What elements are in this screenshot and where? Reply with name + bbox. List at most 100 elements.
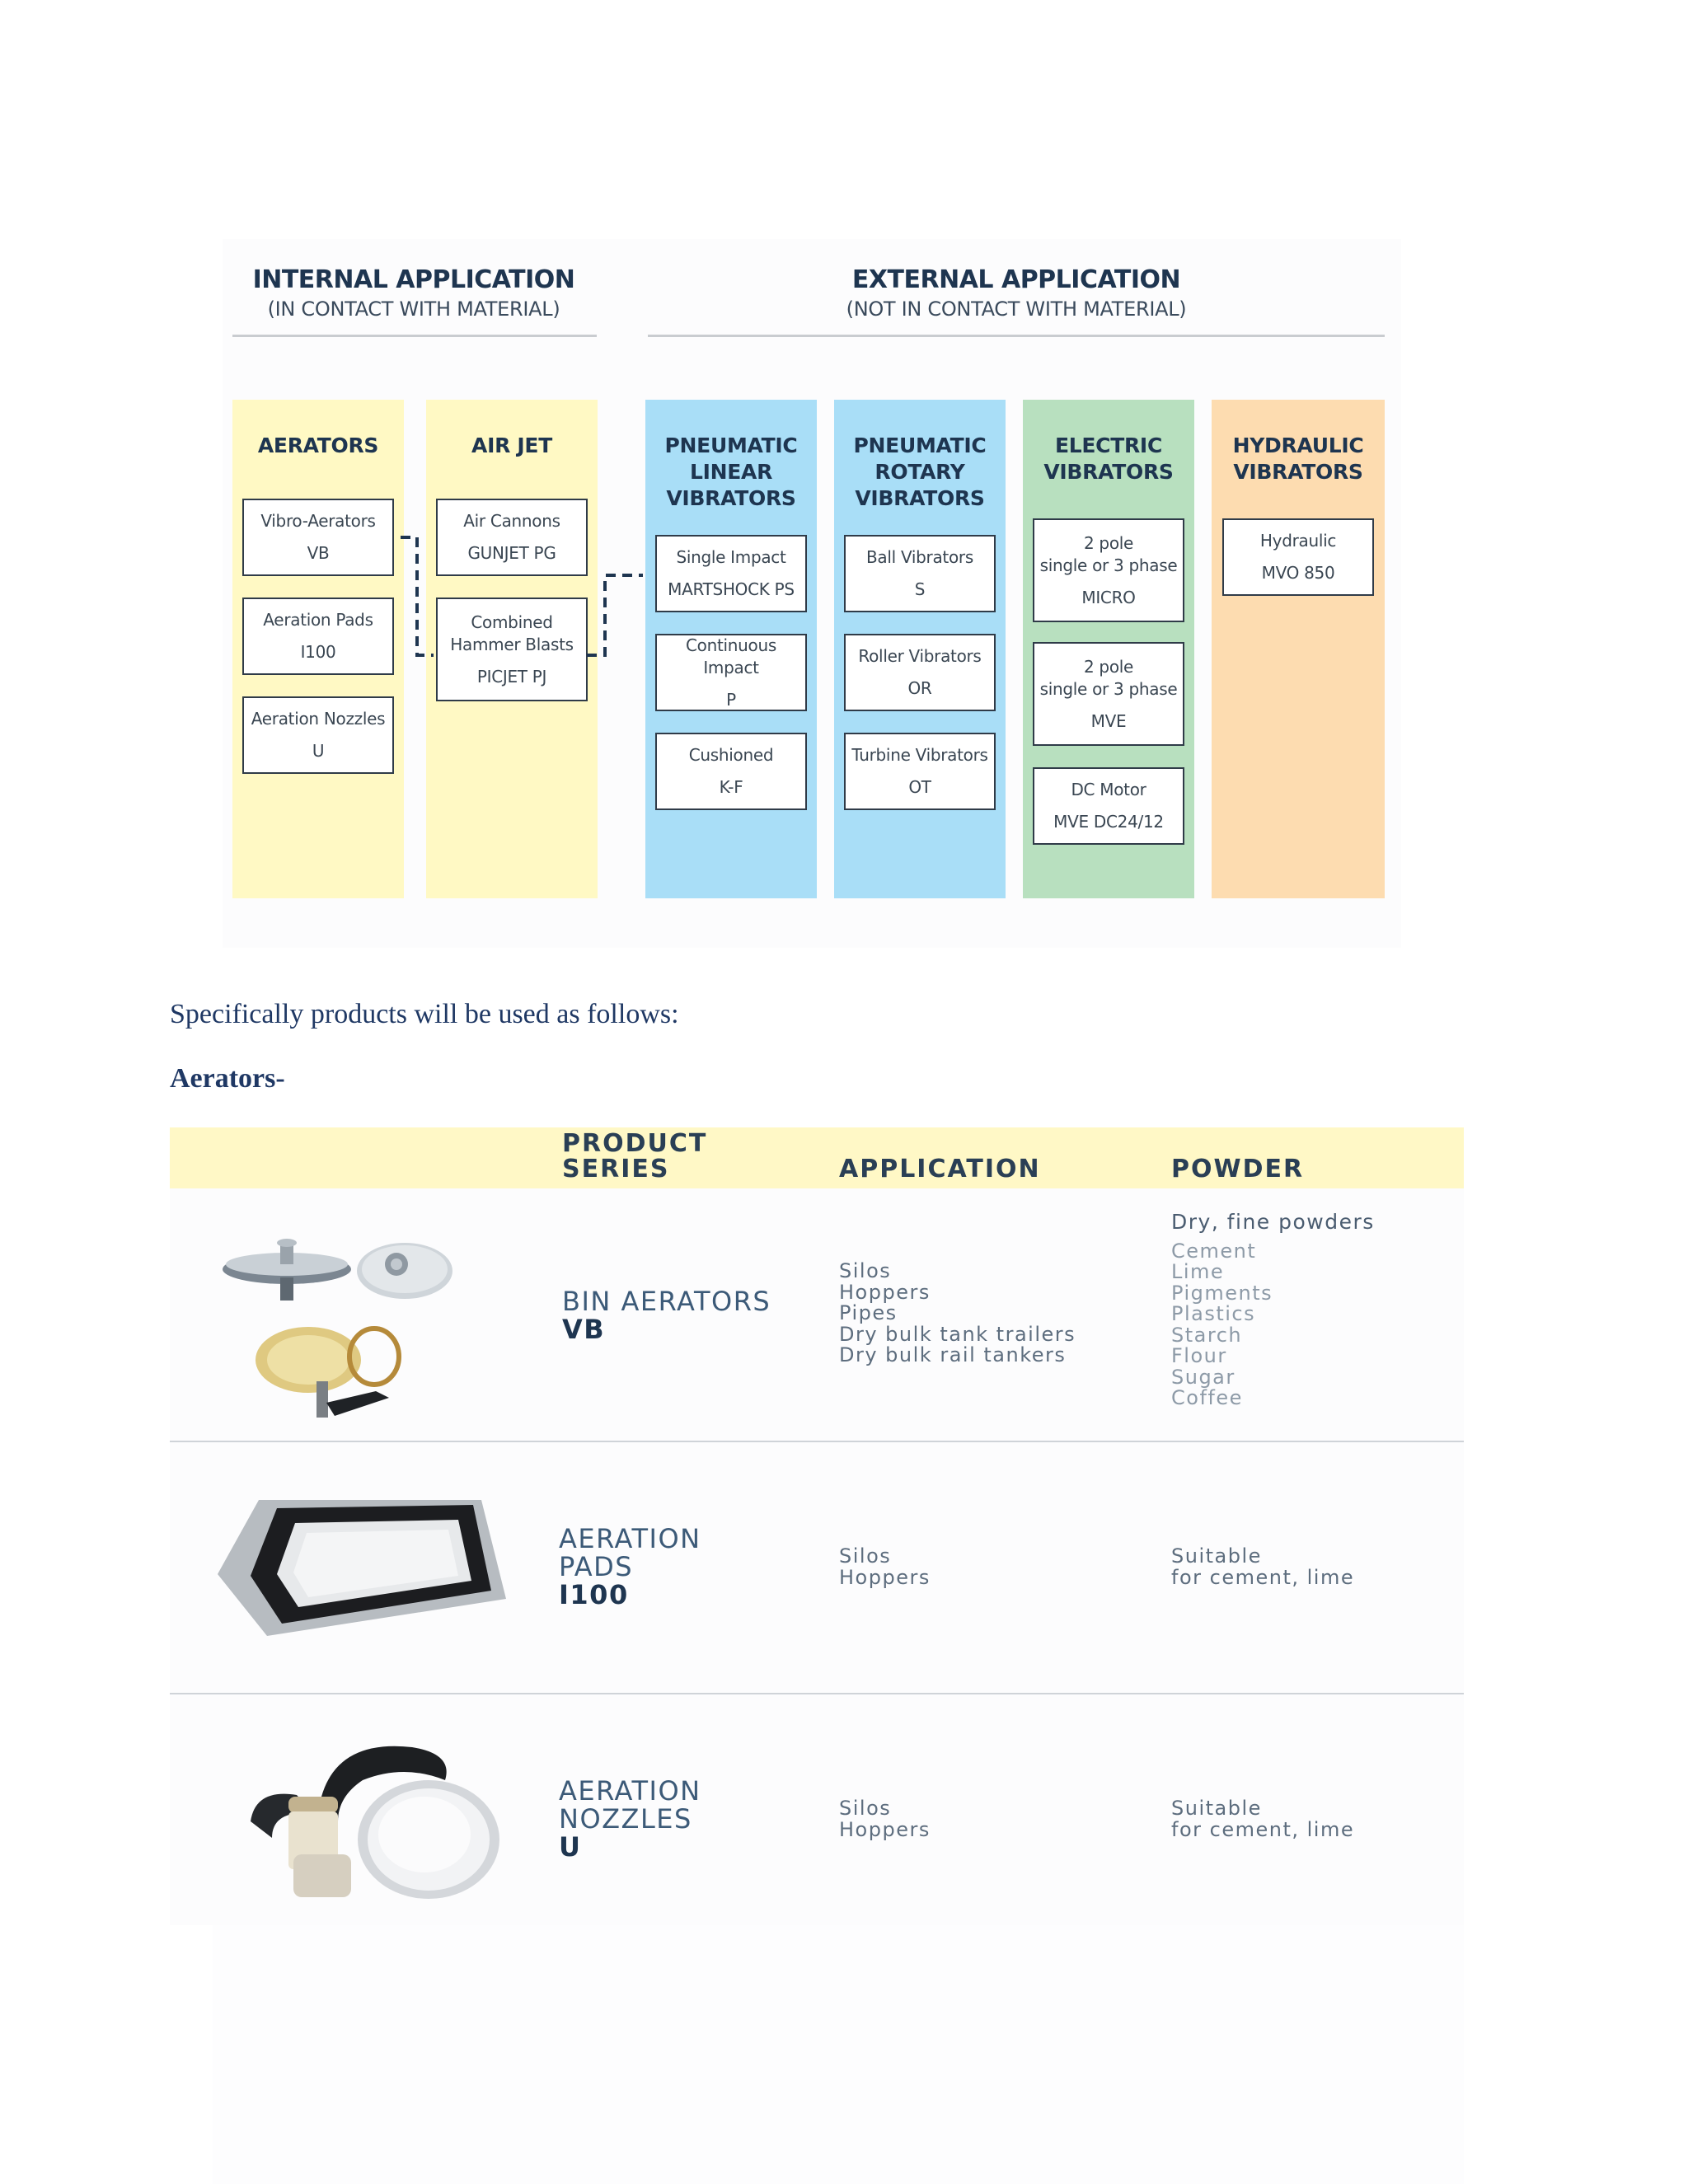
- powder-item: Plastics: [1171, 1304, 1375, 1325]
- pneumatic-linear-vibrators-column: PNEUMATIC LINEAR VIBRATORS Single Impact…: [645, 400, 817, 898]
- powder-item: for cement, lime: [1171, 1568, 1354, 1589]
- ball-vibrators-box: Ball Vibrators S: [844, 535, 996, 612]
- application-item: Pipes: [839, 1303, 1076, 1324]
- box-label: Cushioned: [689, 744, 774, 766]
- application-item: Dry bulk tank trailers: [839, 1324, 1076, 1346]
- aeration-nozzle-image: [239, 1731, 503, 1912]
- box-label: single or 3 phase: [1040, 555, 1178, 577]
- box-code: PICJET PJ: [477, 666, 546, 688]
- series-code: VB: [562, 1315, 771, 1343]
- box-code: S: [915, 579, 925, 601]
- title-line: VIBRATORS: [1212, 459, 1385, 485]
- external-application-subtitle: (NOT IN CONTACT WITH MATERIAL): [648, 297, 1385, 321]
- box-code: MVE DC24/12: [1053, 811, 1164, 833]
- box-code: U: [312, 740, 324, 762]
- series-name-bin-aerators: BIN AERATORS VB: [562, 1287, 771, 1343]
- series-name-aeration-pads: AERATION PADS I100: [559, 1525, 701, 1609]
- air-jet-column-title: AIR JET: [426, 433, 598, 459]
- micro-box: 2 pole single or 3 phase MICRO: [1033, 518, 1184, 622]
- series-name-line: NOZZLES: [559, 1805, 701, 1833]
- application-item: Silos: [839, 1261, 1076, 1282]
- series-name-aeration-nozzles: AERATION NOZZLES U: [559, 1777, 701, 1861]
- pneumatic-rotary-column-title: PNEUMATIC ROTARY VIBRATORS: [834, 433, 1006, 512]
- application-list: Silos Hoppers Pipes Dry bulk tank traile…: [839, 1261, 1076, 1366]
- box-label: Aeration Pads: [263, 609, 373, 631]
- continuous-impact-box: Continuous Impact P: [655, 634, 807, 711]
- title-line: HYDRAULIC: [1212, 433, 1385, 459]
- powder-item: Lime: [1171, 1262, 1375, 1283]
- box-label: Hydraulic: [1260, 530, 1336, 552]
- internal-application-title: INTERNAL APPLICATION: [232, 265, 595, 295]
- title-line: LINEAR: [645, 459, 817, 485]
- title-line: VIBRATORS: [1023, 459, 1194, 485]
- box-label: Aeration Nozzles: [251, 708, 385, 730]
- intro-paragraph: Specifically products will be used as fo…: [170, 999, 679, 1030]
- box-label: Ball Vibrators: [866, 546, 973, 569]
- aerators-column: AERATORS Vibro-Aerators VB Aeration Pads…: [232, 400, 404, 898]
- application-list: Silos Hoppers: [839, 1798, 931, 1840]
- application-item: Hoppers: [839, 1568, 931, 1589]
- pneumatic-linear-column-title: PNEUMATIC LINEAR VIBRATORS: [645, 433, 817, 512]
- application-item: Silos: [839, 1798, 931, 1820]
- cushioned-box: Cushioned K-F: [655, 733, 807, 810]
- internal-application-subtitle: (IN CONTACT WITH MATERIAL): [232, 297, 595, 321]
- box-code: OT: [908, 776, 931, 799]
- application-item: Silos: [839, 1546, 931, 1568]
- box-label: DC Motor: [1071, 779, 1146, 801]
- powder-item: Cement: [1171, 1241, 1375, 1263]
- powder-list: Suitable for cement, lime: [1171, 1798, 1354, 1840]
- image-background: [213, 1925, 1464, 2184]
- box-label: single or 3 phase: [1040, 678, 1178, 701]
- header-product-series: PRODUCT SERIES: [562, 1131, 707, 1182]
- powder-item: for cement, lime: [1171, 1820, 1354, 1841]
- series-name-line: BIN AERATORS: [562, 1287, 771, 1315]
- box-code: VB: [307, 542, 330, 565]
- series-name-line: AERATION: [559, 1525, 701, 1553]
- powder-item: Coffee: [1171, 1388, 1375, 1409]
- aeration-nozzles-box: Aeration Nozzles U: [242, 696, 394, 774]
- header-powder: POWDER: [1171, 1156, 1304, 1182]
- internal-application-rule: [232, 335, 597, 337]
- series-name-line: AERATION: [559, 1777, 701, 1805]
- powder-item: Starch: [1171, 1325, 1375, 1347]
- electric-column-title: ELECTRIC VIBRATORS: [1023, 433, 1194, 485]
- header-line: SERIES: [562, 1156, 707, 1182]
- title-line: PNEUMATIC: [645, 433, 817, 459]
- box-label: Vibro-Aerators: [260, 510, 375, 532]
- header-application: APPLICATION: [839, 1156, 1041, 1182]
- title-line: ELECTRIC: [1023, 433, 1194, 459]
- roller-vibrators-box: Roller Vibrators OR: [844, 634, 996, 711]
- powder-item: Sugar: [1171, 1367, 1375, 1389]
- box-label: 2 pole: [1084, 532, 1133, 555]
- powder-item: Suitable: [1171, 1798, 1354, 1820]
- turbine-vibrators-box: Turbine Vibrators OT: [844, 733, 996, 810]
- powder-list: Dry, fine powders Cement Lime Pigments P…: [1171, 1212, 1375, 1409]
- series-code: U: [559, 1833, 701, 1861]
- dashed-connector-lines: [396, 527, 659, 668]
- title-line: VIBRATORS: [834, 485, 1006, 512]
- section-heading: Aerators-: [170, 1063, 285, 1094]
- dc-motor-box: DC Motor MVE DC24/12: [1033, 767, 1184, 845]
- box-code: MVO 850: [1262, 562, 1335, 584]
- powder-item: Pigments: [1171, 1283, 1375, 1305]
- powder-item: Suitable: [1171, 1546, 1354, 1568]
- header-line: PRODUCT: [562, 1131, 707, 1156]
- electric-vibrators-column: ELECTRIC VIBRATORS 2 pole single or 3 ph…: [1023, 400, 1194, 898]
- external-application-rule: [648, 335, 1385, 337]
- box-label: Single Impact: [676, 546, 785, 569]
- box-label: Continuous Impact: [657, 635, 805, 679]
- title-line: ROTARY: [834, 459, 1006, 485]
- box-label: Turbine Vibrators: [851, 744, 987, 766]
- aerators-column-title: AERATORS: [232, 433, 404, 459]
- title-line: VIBRATORS: [645, 485, 817, 512]
- box-label: 2 pole: [1084, 656, 1133, 678]
- bin-aerators-image: [211, 1221, 491, 1427]
- application-item: Dry bulk rail tankers: [839, 1345, 1076, 1366]
- box-code: MARTSHOCK PS: [668, 579, 795, 601]
- series-name-line: PADS: [559, 1553, 701, 1581]
- powder-item: Flour: [1171, 1346, 1375, 1367]
- box-code: K-F: [720, 776, 743, 799]
- hydraulic-column-title: HYDRAULIC VIBRATORS: [1212, 433, 1385, 485]
- box-code: I100: [301, 641, 336, 663]
- powder-title: Dry, fine powders: [1171, 1212, 1375, 1233]
